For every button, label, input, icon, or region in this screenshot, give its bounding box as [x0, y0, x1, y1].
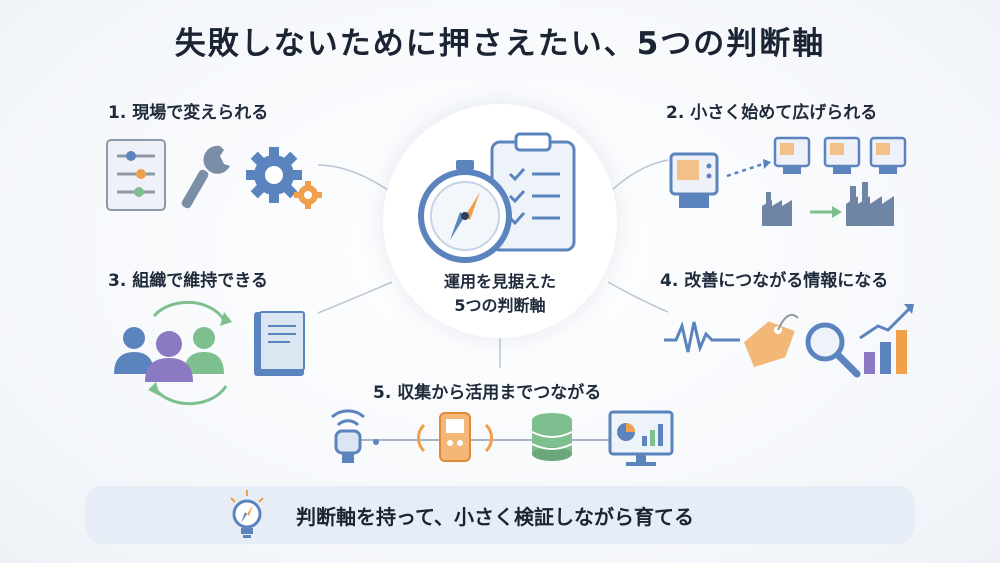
small-machine-2 [823, 136, 861, 174]
slider-panel-icon [106, 139, 166, 211]
center-label-line2: 5つの判断軸 [454, 296, 546, 315]
center-label: 運用を見据えた 5つの判断軸 [383, 270, 617, 318]
trend-chart-icon [859, 304, 914, 374]
center-label-line1: 運用を見据えた [443, 272, 556, 291]
waveform-icon [664, 321, 740, 353]
gear-icon [246, 147, 322, 209]
machine-icon [669, 136, 907, 208]
lightbulb-compass-icon [230, 490, 264, 538]
dashboard-monitor-icon [608, 410, 674, 466]
footer-bar [85, 486, 915, 544]
device-icon [417, 412, 493, 462]
connector-line-3 [317, 281, 393, 314]
item-2-label: 2. 小さく始めて広げられる [666, 103, 878, 123]
small-machine-1 [773, 136, 811, 174]
item-3-label: 3. 組織で維持できる [108, 271, 268, 291]
stopwatch-clipboard-icon [418, 132, 576, 263]
factory-icon [762, 182, 894, 226]
wrench-icon [181, 145, 230, 209]
manual-book-icon [254, 311, 305, 376]
item-5-label: 5. 収集から活用までつながる [373, 383, 602, 403]
magnifier-icon [805, 322, 861, 378]
team-icon [114, 300, 232, 406]
small-machine-3 [869, 136, 907, 174]
tag-icon [743, 314, 799, 368]
sensor-icon [331, 409, 379, 463]
connector-line-4 [607, 281, 669, 313]
item-1-label: 1. 現場で変えられる [108, 103, 269, 123]
footer-text: 判断軸を持って、小さく検証しながら育てる [296, 505, 694, 529]
cycle-arrow-bottom [148, 382, 160, 396]
connector-line-1 [317, 164, 389, 191]
connector-line-2 [611, 159, 669, 191]
database-icon [531, 413, 573, 461]
cycle-arrow-top [220, 312, 232, 326]
item-4-label: 4. 改善につながる情報になる [660, 271, 889, 291]
page-title: 失敗しないために押さえたい、5つの判断軸 [174, 26, 826, 62]
